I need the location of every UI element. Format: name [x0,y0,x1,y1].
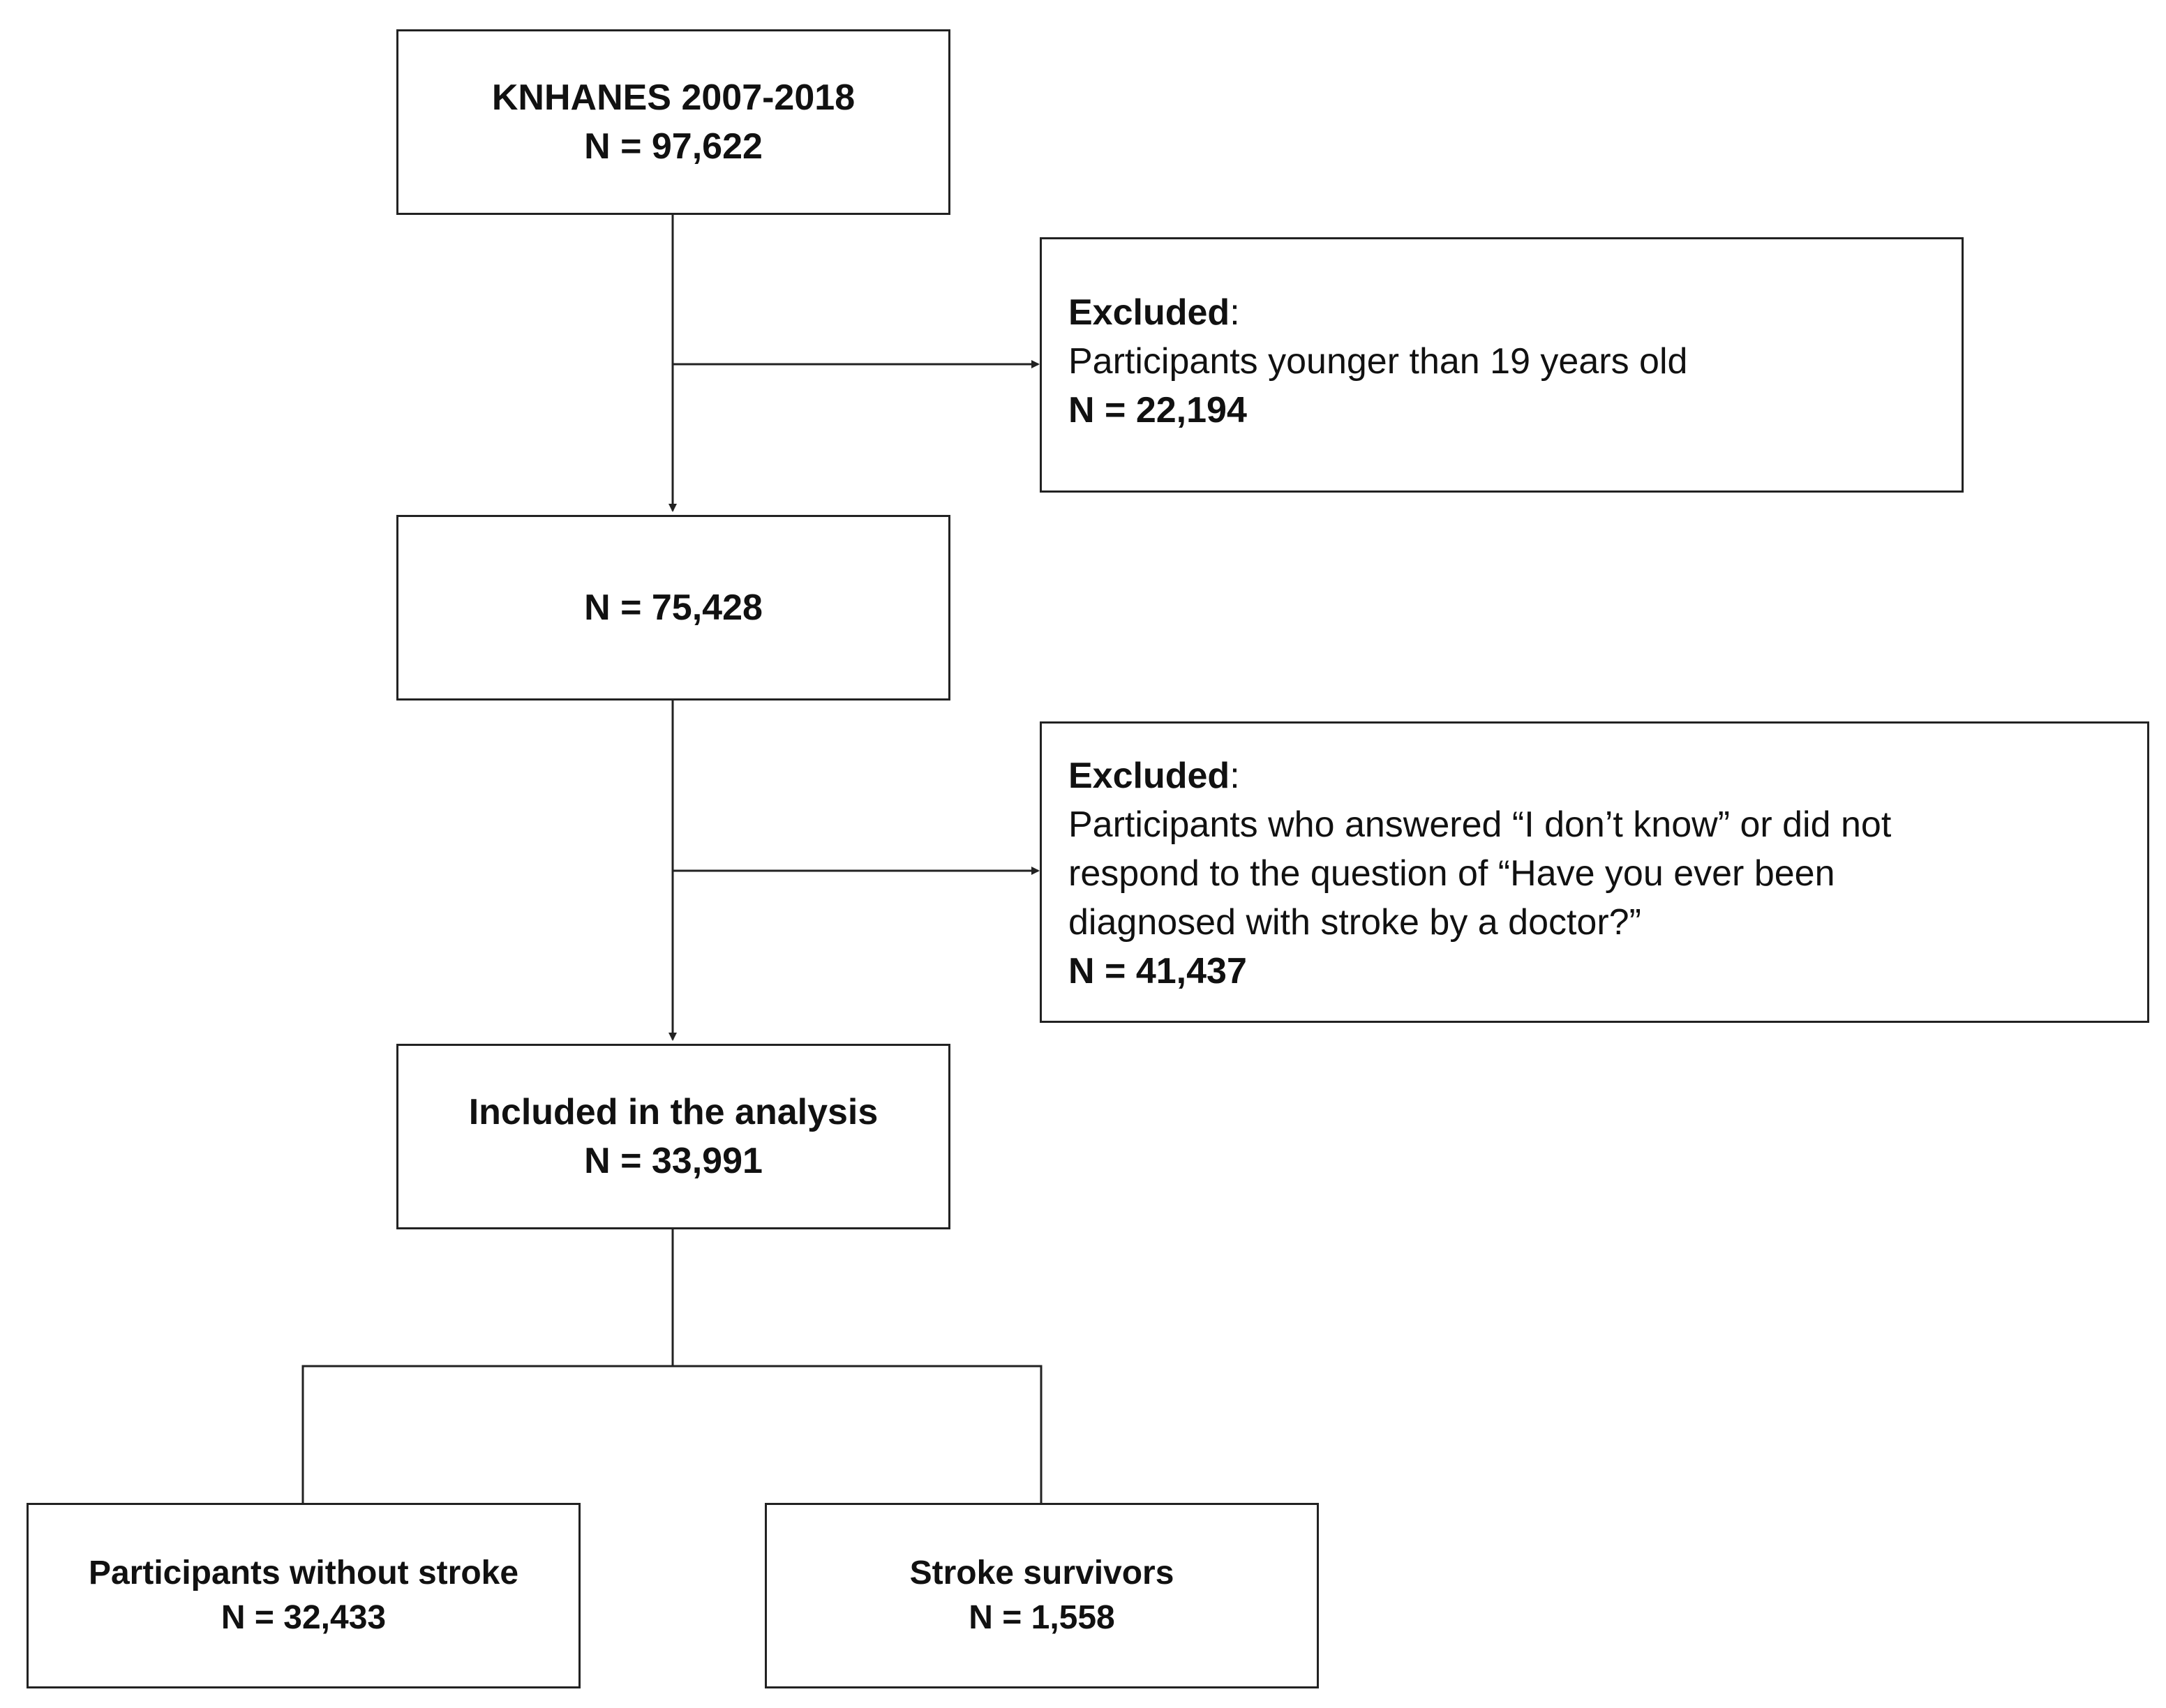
eligible-count: N = 75,428 [584,587,763,628]
exclusion-response-heading: Excluded [1068,756,1230,796]
stroke-count: N = 1,558 [969,1599,1115,1636]
stroke-title: Stroke survivors [909,1555,1174,1591]
exclusion-response-text-line-3: diagnosed with stroke by a doctor?” [1068,902,1641,943]
no-stroke-count: N = 32,433 [221,1599,387,1636]
source-count: N = 97,622 [584,126,763,167]
included-count: N = 33,991 [584,1141,763,1181]
source-title: KNHANES 2007-2018 [491,77,856,118]
exclusion-age-box: Excluded: Participants younger than 19 y… [1040,237,1964,493]
source-box: KNHANES 2007-2018 N = 97,622 [396,29,950,215]
exclusion-response-box: Excluded: Participants who answered “I d… [1040,721,2149,1023]
no-stroke-box: Participants without stroke N = 32,433 [27,1503,581,1688]
exclusion-age-count: N = 22,194 [1068,390,1247,430]
exclusion-response-text-line-2: respond to the question of “Have you eve… [1068,853,1835,894]
eligible-box: N = 75,428 [396,515,950,701]
no-stroke-title: Participants without stroke [88,1555,519,1591]
included-box: Included in the analysis N = 33,991 [396,1044,950,1229]
exclusion-age-text: Participants younger than 19 years old [1068,341,1688,382]
exclusion-response-text-line-1: Participants who answered “I don’t know”… [1068,804,1892,845]
included-title: Included in the analysis [468,1092,879,1132]
exclusion-response-colon: : [1230,756,1240,796]
split-horizontal [301,1365,1043,1504]
exclusion-response-count: N = 41,437 [1068,951,1247,991]
stroke-box: Stroke survivors N = 1,558 [765,1503,1319,1688]
exclusion-age-heading: Excluded [1068,292,1230,333]
exclusion-age-colon: : [1230,292,1240,333]
